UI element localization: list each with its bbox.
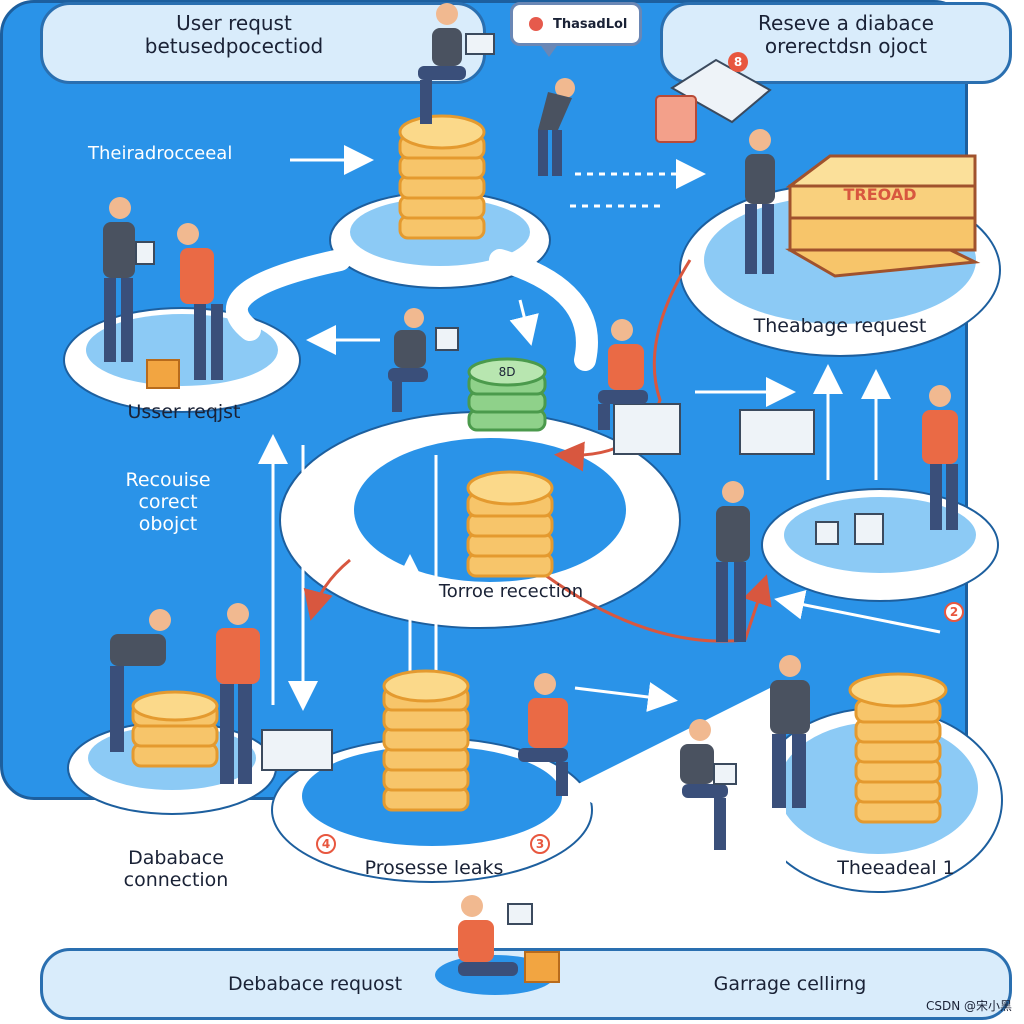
record-dot-icon [529,17,543,31]
person-left-grey [103,197,155,362]
database-connection-label: Dababace connection [123,847,229,891]
badge-mid: 3 [530,834,550,854]
storage-request-label: Theabage request [753,315,927,337]
curved-arrow-right [489,249,598,371]
coin-stack-bottom-left [131,690,219,768]
person-right-top [745,129,775,274]
speech-bubble: ThasadLol [510,2,642,57]
bottom-left-label: Debabace requost [227,973,403,995]
person-bottom-kneeling-red [458,895,533,976]
coin-stack-top [398,114,486,240]
arrow-badge-two [774,589,941,634]
speech-bubble-text: ThasadLol [553,17,628,32]
server-box-left [261,729,333,771]
tread-box-stack [785,154,981,278]
orange-cube-bottom [524,951,560,983]
person-right-red [922,385,958,530]
torroe-reception-label: Torroe recection [438,581,584,602]
person-center-laptop [388,308,459,412]
process-leaks-label: Prosesse leaks [364,857,504,879]
person-bottom-left-grey [110,609,171,752]
small-cube-1 [815,521,839,545]
bench-box [613,403,681,455]
small-cube-2 [854,513,884,545]
red-arrow-left [303,558,351,621]
red-arrow-right-tip [743,574,772,641]
coin-stack-center [466,470,554,578]
badge-right: 2 [944,602,964,622]
curved-arrow-left [225,249,351,341]
badge-top: 8 [728,52,748,72]
person-left-red [177,223,223,380]
threadal-label: Theeadeal 1 [837,857,955,879]
coin-stack-bottom-center [382,669,470,812]
person-bottom-sitting-grey [680,719,737,850]
coin-stack-bottom-right [848,672,948,824]
arrow-down-green [509,299,539,346]
user-request-label: Usser reqjst [127,401,241,423]
person-bottom-right-grey [770,655,810,808]
red-arrow-storage [554,259,692,472]
arrow-to-right-bottom [574,682,678,712]
person-bottom-center-red [518,673,568,796]
green-stack-label: 8D [498,365,516,379]
orange-cube [146,359,180,389]
green-coin-stack [467,357,547,432]
top-right-title: Reseve a diabace orerectdsn ojoct [758,11,934,58]
platform-left-user [63,307,301,413]
badge-left: 4 [316,834,336,854]
watermark: CSDN @宋小黑 [925,999,1012,1013]
top-left-box [40,2,486,84]
person-top-laptop [418,3,495,124]
envelope-icon [655,58,772,143]
person-right-mid-grey [716,481,750,642]
thread-procedure-label: Theiradrocceeal [88,143,233,164]
resource-object-label: Recouise corect obojct [125,469,211,535]
bottom-right-label: Garrage cellirng [713,973,867,995]
tread-box-label: TREOAD [843,185,917,204]
server-box-right [739,409,815,455]
person-bending [538,78,575,176]
person-bottom-left-red [216,603,260,784]
top-left-title: User requst betusedpocectiod [144,11,324,58]
person-sitting-red [598,319,648,430]
